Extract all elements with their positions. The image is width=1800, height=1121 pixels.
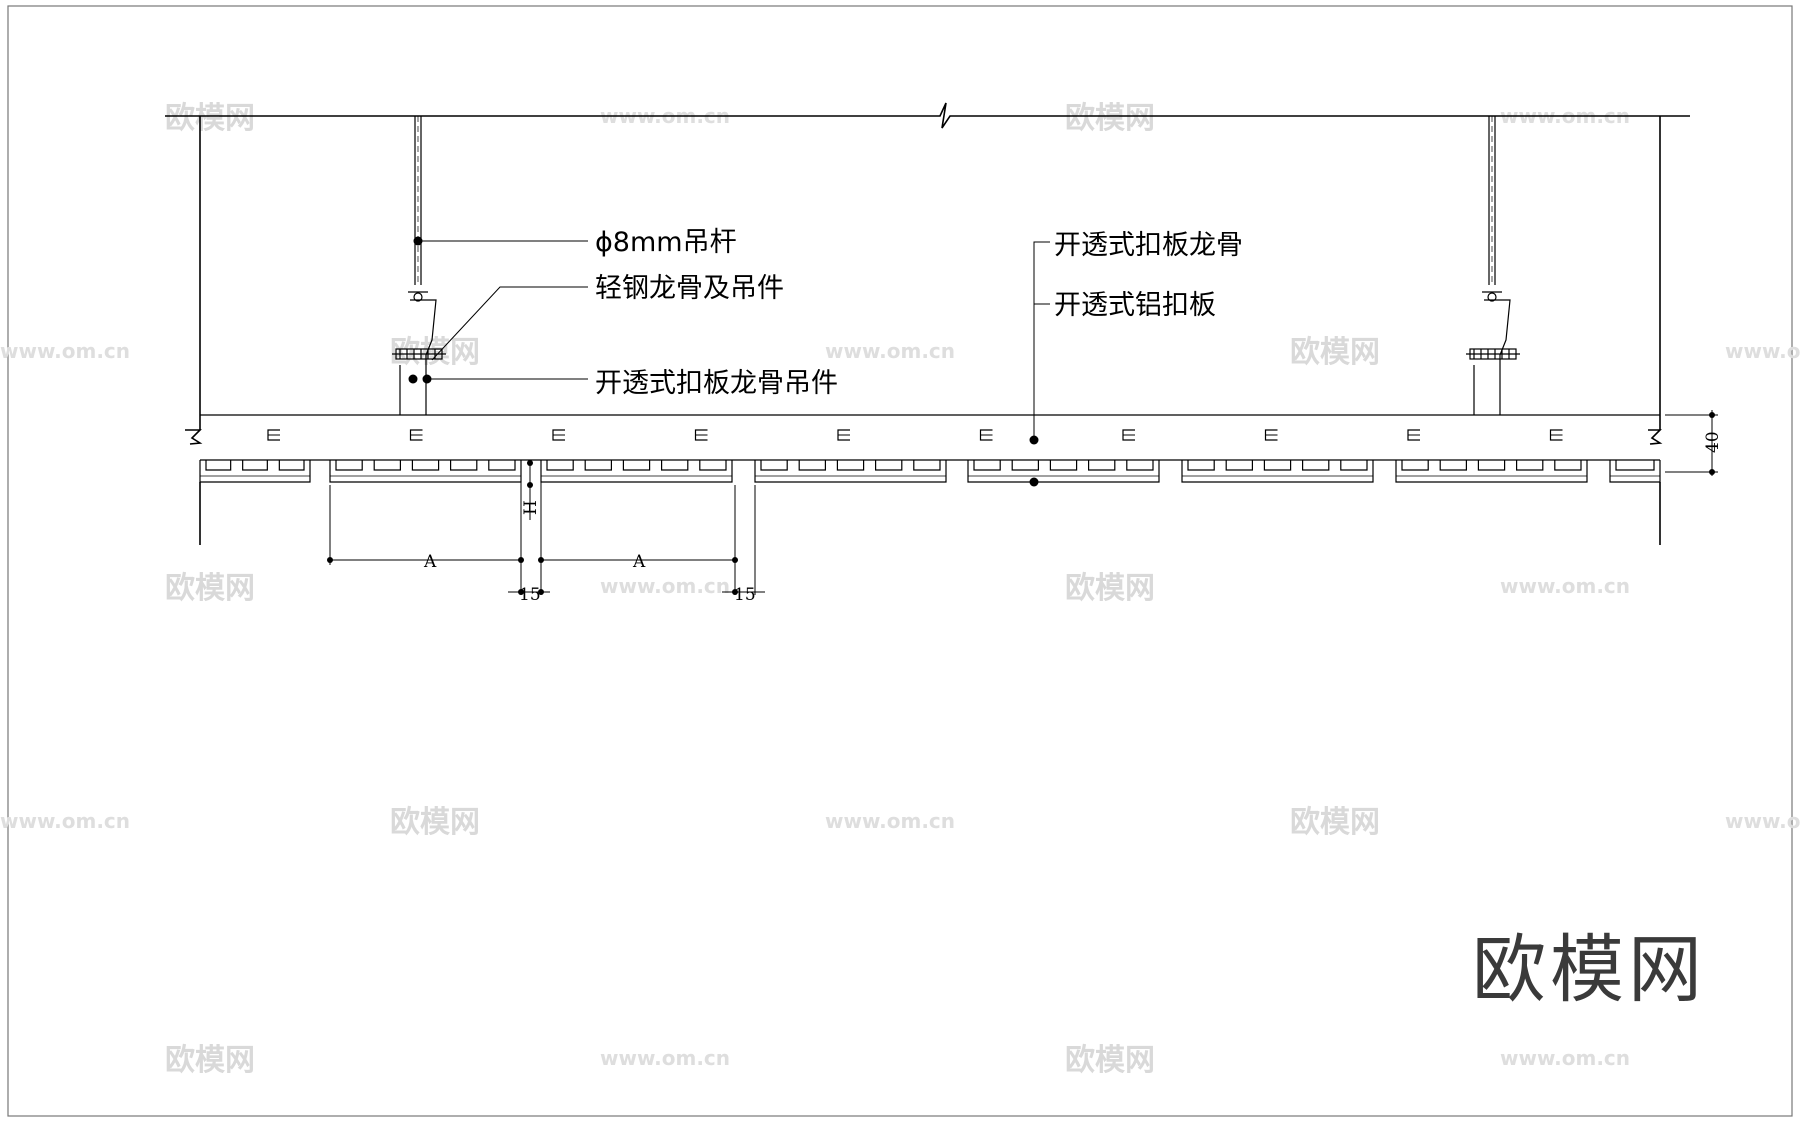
panel-outline	[1609, 460, 1661, 483]
panel-rib	[373, 460, 401, 471]
drawing-border	[7, 5, 1793, 1117]
panel-outline	[329, 460, 522, 483]
panel-rib	[450, 460, 478, 471]
panel-rib	[546, 460, 574, 471]
watermark-url: www.om.cn	[825, 809, 955, 833]
washer	[1487, 292, 1497, 302]
panel-rib	[1477, 460, 1506, 471]
watermark-url: www.om.cn	[0, 339, 130, 363]
keel-clip-marks	[267, 429, 1563, 441]
panel-module	[967, 460, 1160, 483]
hanger-assembly	[392, 116, 446, 415]
dim-height: H	[521, 500, 541, 515]
watermark-brand: 欧模网	[165, 101, 255, 136]
watermark-brand: 欧模网	[165, 1043, 255, 1078]
dim-depth: 40	[1703, 431, 1723, 453]
label-light-keel: 轻钢龙骨及吊件	[595, 273, 784, 304]
watermark-brand: 欧模网	[165, 571, 255, 606]
watermark-url: www.om.cn	[825, 339, 955, 363]
panel-rib	[488, 460, 516, 471]
watermark-url: www.om.cn	[0, 809, 130, 833]
brand-logo: 欧模网	[1472, 927, 1706, 1013]
panel-rib	[1011, 460, 1040, 471]
dim-gap-right: 15	[734, 585, 756, 605]
panel-module	[1395, 460, 1588, 483]
watermark-brand: 欧模网	[1290, 805, 1380, 840]
panel-rib	[1340, 460, 1368, 471]
panel-rib	[1615, 460, 1655, 471]
panel-rib	[278, 460, 305, 471]
panel-rib	[1515, 460, 1544, 471]
panel-rib	[1187, 460, 1215, 471]
aluminum-panels	[199, 460, 1661, 483]
panel-rib	[1439, 460, 1468, 471]
leader-lines	[418, 240, 1050, 440]
steel-hanger	[1484, 299, 1511, 415]
dim-gap-left: 15	[519, 585, 541, 605]
panel-rib	[798, 460, 827, 471]
label-keel: 开透式扣板龙骨	[1054, 230, 1243, 261]
panel-outline	[199, 460, 311, 483]
panel-rib	[584, 460, 613, 471]
label-panel: 开透式铝扣板	[1054, 290, 1216, 321]
panel-rib	[1126, 460, 1154, 471]
panel-module	[1181, 460, 1374, 483]
dim-a-left: A	[423, 552, 437, 572]
watermark-url: www.om.cn	[1725, 809, 1800, 833]
panel-module	[540, 460, 733, 483]
side-walls	[185, 116, 1663, 545]
panel-rib	[1263, 460, 1292, 471]
watermark-url: www.om.cn	[1500, 1046, 1630, 1070]
watermark-brand: 欧模网	[1290, 335, 1380, 370]
panel-rib	[411, 460, 440, 471]
panel-module	[329, 460, 522, 483]
panel-outline	[1395, 460, 1588, 483]
panel-outline	[967, 460, 1160, 483]
panel-module	[754, 460, 947, 483]
panel-rib	[622, 460, 651, 471]
keel-profile	[200, 414, 1660, 461]
watermark-url: www.om.cn	[600, 1046, 730, 1070]
panel-rib	[1554, 460, 1582, 471]
watermark-brand: 欧模网	[390, 805, 480, 840]
panel-rib	[874, 460, 903, 471]
watermark-url: www.om.cn	[1725, 339, 1800, 363]
hanger-assemblies	[392, 116, 1520, 415]
panel-rib	[1225, 460, 1254, 471]
ceiling-slab	[165, 102, 1690, 129]
panel-outline	[754, 460, 947, 483]
label-hanger: 开透式扣板龙骨吊件	[595, 368, 838, 399]
panel-rib	[1049, 460, 1078, 471]
watermark-brand: 欧模网	[1065, 1043, 1155, 1078]
panel-rib	[973, 460, 1001, 471]
dimension-lines	[329, 410, 1718, 595]
panel-outline	[1181, 460, 1374, 483]
panel-rib	[242, 460, 268, 471]
dim-a-right: A	[632, 552, 646, 572]
panel-rib	[335, 460, 363, 471]
leader-dots	[408, 236, 1039, 487]
label-rod: ϕ8mm吊杆	[595, 227, 737, 258]
panel-rib	[913, 460, 941, 471]
panel-rib	[1401, 460, 1429, 471]
panel-rib	[1087, 460, 1116, 471]
panel-module	[1609, 460, 1661, 483]
panel-module	[199, 460, 311, 483]
watermark-brand: 欧模网	[1065, 571, 1155, 606]
watermark-brand: 欧模网	[1065, 101, 1155, 136]
dimension-dots	[327, 412, 1715, 595]
panel-rib	[660, 460, 689, 471]
watermark-url: www.om.cn	[600, 574, 730, 598]
panel-rib	[760, 460, 788, 471]
hanger-assembly	[1466, 116, 1520, 415]
panel-rib	[1301, 460, 1330, 471]
panel-rib	[205, 460, 232, 471]
washer	[413, 292, 423, 302]
panel-rib	[699, 460, 727, 471]
watermark-url: www.om.cn	[1500, 574, 1630, 598]
panel-rib	[836, 460, 865, 471]
panel-outline	[540, 460, 733, 483]
